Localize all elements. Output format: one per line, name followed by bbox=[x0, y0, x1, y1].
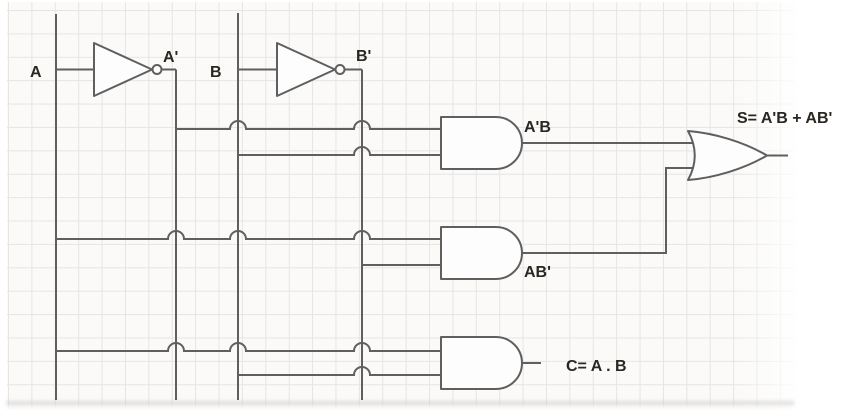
label-sum-output: S= A'B + AB' bbox=[737, 110, 832, 127]
wire-b-to-and3 bbox=[238, 366, 441, 376]
not-gate-a-bubble bbox=[151, 64, 163, 75]
wire-and2-to-or bbox=[522, 167, 700, 254]
page-edge-shadow bbox=[6, 401, 794, 408]
and-gate-carry bbox=[440, 336, 523, 390]
not-gate-b bbox=[276, 42, 346, 97]
and-gate-2 bbox=[440, 226, 523, 280]
wire-a-to-and3 bbox=[56, 342, 441, 352]
and-gate-1 bbox=[440, 116, 523, 170]
wire-b-to-and1 bbox=[238, 146, 441, 156]
right-page-margin bbox=[735, 0, 844, 420]
not-gate-a bbox=[93, 42, 163, 97]
label-not-a-output: A' bbox=[163, 49, 178, 66]
wire-a-complement-to-and1 bbox=[176, 120, 441, 130]
wire-a-to-and2 bbox=[56, 230, 441, 240]
not-gate-a-body bbox=[93, 42, 153, 97]
not-gate-b-bubble bbox=[334, 64, 346, 75]
or-gate-sum bbox=[687, 130, 768, 181]
label-input-b: B bbox=[210, 64, 222, 81]
label-not-b-output: B' bbox=[356, 48, 371, 65]
not-gate-b-body bbox=[276, 42, 336, 97]
label-input-a: A bbox=[30, 64, 42, 81]
label-and2-output: AB' bbox=[524, 264, 551, 281]
label-and1-output: A'B bbox=[524, 119, 551, 136]
bottom-page-margin bbox=[0, 398, 844, 420]
label-carry-output: C= A . B bbox=[566, 358, 627, 375]
